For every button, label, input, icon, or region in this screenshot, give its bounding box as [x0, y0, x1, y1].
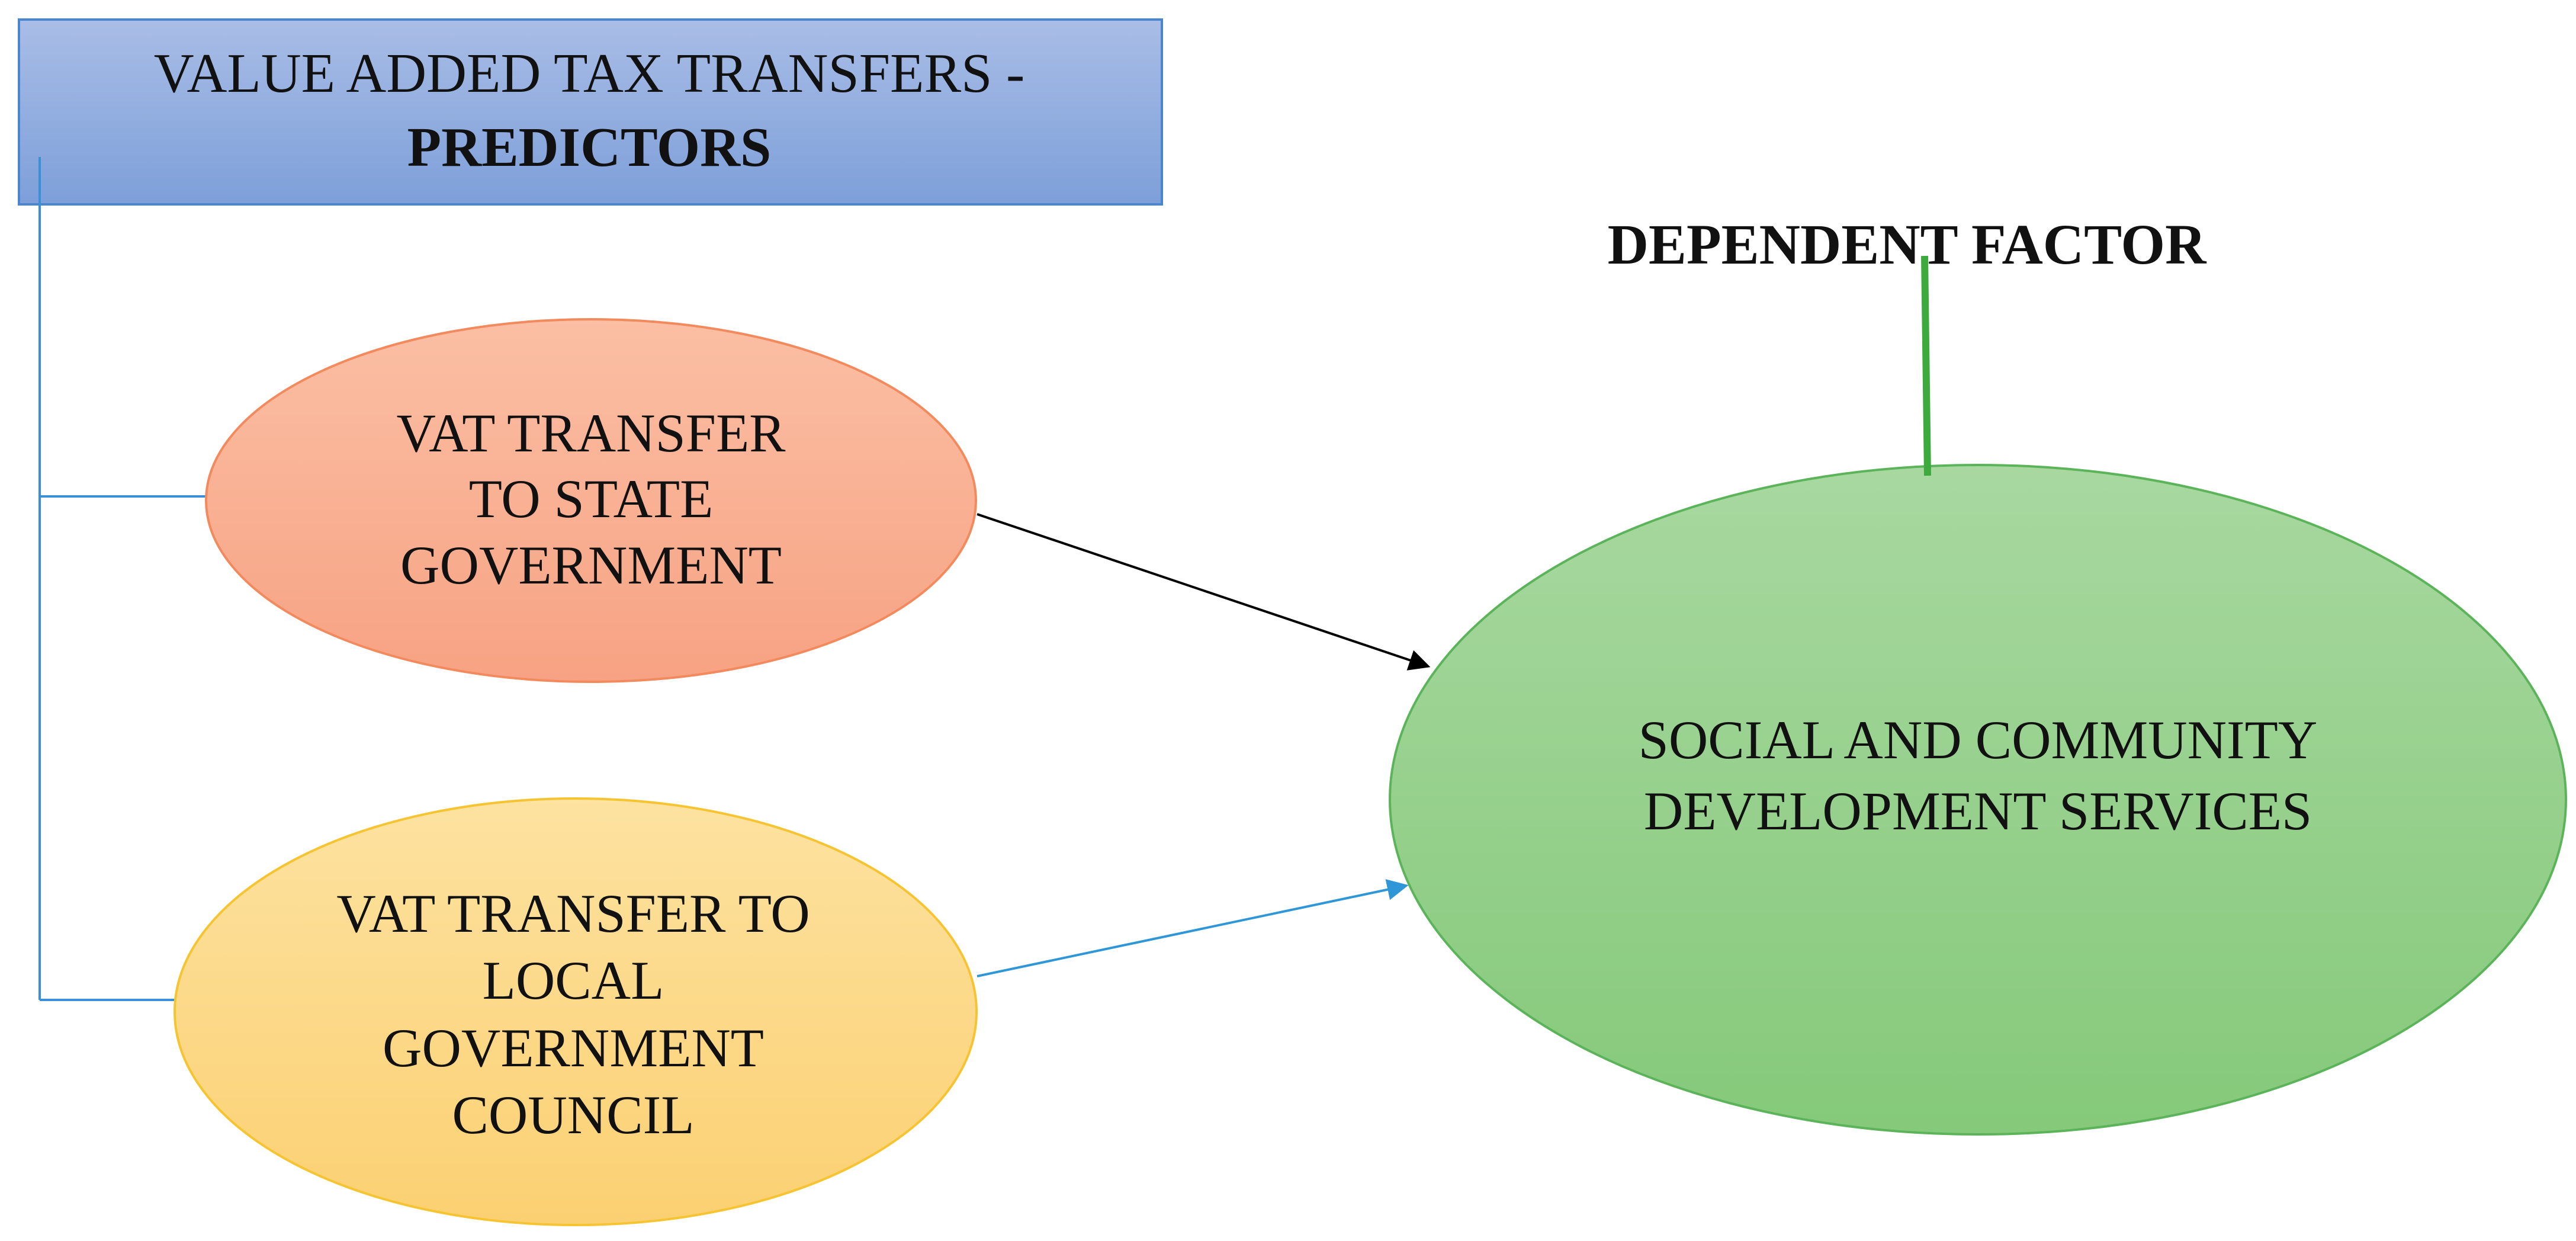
outcome-line1: SOCIAL AND COMMUNITY — [1639, 710, 2318, 770]
predictor-bracket — [38, 157, 206, 1001]
outcome-ellipse — [1389, 464, 2567, 1136]
outcome-line2: DEVELOPMENT SERVICES — [1644, 781, 2312, 841]
state-ellipse — [205, 318, 977, 683]
local-line2: LOCAL — [483, 950, 664, 1011]
node-outcome: SOCIAL AND COMMUNITY DEVELOPMENT SERVICE… — [1389, 464, 2567, 1136]
arrow-state-to-outcome — [977, 513, 1431, 671]
title-box-rect — [18, 18, 1163, 206]
local-line3: GOVERNMENT — [383, 1018, 764, 1078]
title-box-line1: VALUE ADDED TAX TRANSFERS - — [154, 43, 1025, 104]
local-line1: VAT TRANSFER TO — [336, 883, 810, 944]
state-line3: GOVERNMENT — [400, 535, 782, 595]
state-line2: TO STATE — [469, 469, 714, 529]
local-ellipse — [174, 797, 978, 1226]
title-box: VALUE ADDED TAX TRANSFERS - PREDICTORS — [18, 18, 1163, 206]
local-line4: COUNCIL — [452, 1085, 695, 1145]
node-local-government: VAT TRANSFER TO LOCAL GOVERNMENT COUNCIL — [174, 797, 978, 1226]
title-box-line2: PREDICTORS — [407, 117, 772, 178]
state-line1: VAT TRANSFER — [396, 403, 786, 463]
arrow-local-to-outcome — [977, 879, 1409, 977]
dependent-factor-label: DEPENDENT FACTOR — [1608, 213, 2207, 276]
node-state-government: VAT TRANSFER TO STATE GOVERNMENT — [205, 318, 977, 683]
dependent-factor-connector — [1921, 255, 1931, 476]
